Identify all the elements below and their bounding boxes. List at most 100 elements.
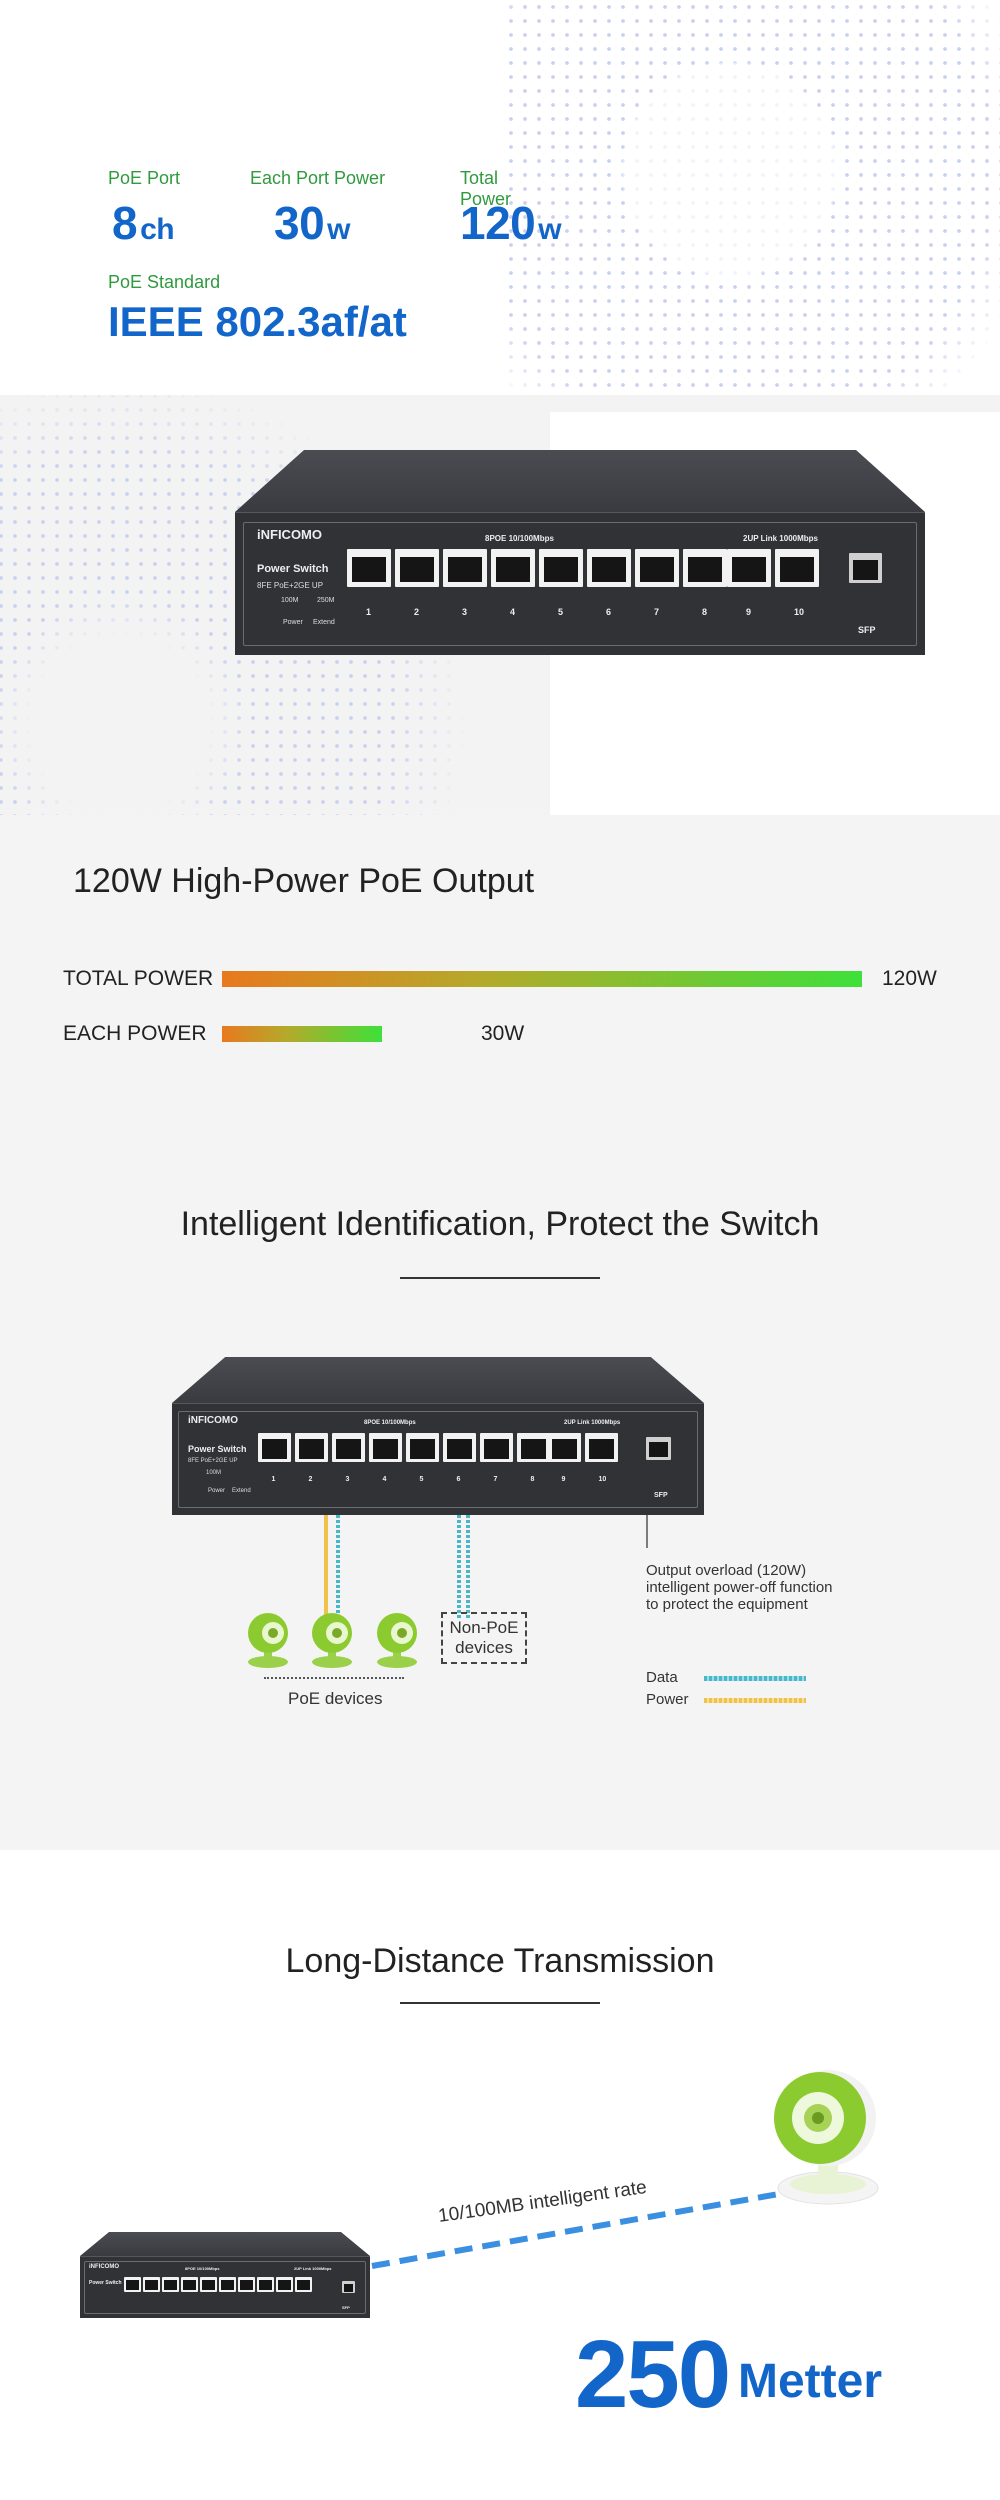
ethernet-port-8 xyxy=(517,1433,550,1462)
ethernet-port-6 xyxy=(587,549,631,587)
distance-heading: Long-Distance Transmission xyxy=(285,1942,715,1980)
ethernet-port-1 xyxy=(124,2277,141,2292)
port-number-8: 8 xyxy=(702,607,708,617)
port-number-2: 2 xyxy=(308,1476,313,1483)
switch-top-cover xyxy=(235,450,925,512)
sfp-port xyxy=(342,2281,355,2293)
port-number-10: 10 xyxy=(598,1476,607,1483)
dot-pattern-decoration xyxy=(420,0,1000,395)
connection-cables xyxy=(248,1515,648,1668)
ethernet-port-3 xyxy=(443,549,487,587)
poe-standard-label: PoE Standard xyxy=(108,272,221,292)
port-number-4: 4 xyxy=(510,607,516,617)
poe-camera-icon xyxy=(377,1613,417,1668)
each-power-bar-value: 30W xyxy=(481,1022,525,1045)
switch-model-title: Power Switch xyxy=(257,563,329,575)
ethernet-port-3 xyxy=(162,2277,179,2292)
port-number-5: 5 xyxy=(558,607,564,617)
ethernet-port-8 xyxy=(683,549,727,587)
ethernet-port-3 xyxy=(332,1433,365,1462)
switch-mode-250m: 250M xyxy=(317,597,335,604)
each-power-bar-label: EACH POWER xyxy=(63,1022,207,1045)
product-section: iNFICOMO Power Switch 8FE PoE+2GE UP 100… xyxy=(0,395,1000,815)
port-number-5: 5 xyxy=(419,1476,424,1483)
switch-brand: iNFICOMO xyxy=(257,527,322,542)
poe-group-label: 8POE 10/100Mbps xyxy=(364,1420,416,1426)
legend-power-line xyxy=(704,1698,806,1703)
non-poe-devices-box: Non-PoE devices xyxy=(441,1612,527,1664)
total-power-bar xyxy=(222,971,862,987)
poe-devices-divider xyxy=(264,1677,404,1679)
ethernet-port-2 xyxy=(295,1433,328,1462)
port-number-3: 3 xyxy=(345,1476,350,1483)
switch-mode-100m: 100M xyxy=(281,597,299,604)
ethernet-port-4 xyxy=(369,1433,402,1462)
switch-front-frame xyxy=(178,1411,698,1508)
switch-power-led-label: Power xyxy=(283,619,303,626)
distance-value: 250 xyxy=(575,2321,731,2428)
ethernet-port-1 xyxy=(347,549,391,587)
switch-model-sub: 8FE PoE+2GE UP xyxy=(257,581,324,590)
poe-group-label: 8POE 10/100Mbps xyxy=(485,534,554,543)
switch-extend-led-label: Extend xyxy=(313,619,335,626)
overload-line-1: Output overload (120W) xyxy=(646,1562,807,1579)
sfp-label: SFP xyxy=(654,1492,668,1499)
ethernet-port-8 xyxy=(257,2277,274,2292)
poe-port-label: PoE Port xyxy=(108,168,181,188)
ethernet-port-6 xyxy=(443,1433,476,1462)
overload-line-2: intelligent power-off function xyxy=(646,1579,833,1596)
sfp-label: SFP xyxy=(342,2305,350,2310)
sfp-port xyxy=(849,553,882,584)
ethernet-port-7 xyxy=(635,549,679,587)
each-port-power-label: Each Port Power xyxy=(250,168,386,188)
poe-group-label: 8POE 10/100Mbps xyxy=(185,2266,220,2271)
ethernet-port-1 xyxy=(258,1433,291,1462)
ethernet-port-9 xyxy=(548,1433,581,1462)
port-number-1: 1 xyxy=(271,1476,276,1483)
port-number-6: 6 xyxy=(606,607,612,617)
switch-front-panel: iNFICOMO Power Switch 8FE PoE+2GE UP 100… xyxy=(235,512,925,655)
switch-front-panel: iNFICOMO Power Switch 8FE PoE+2GE UP 100… xyxy=(172,1403,704,1515)
poe-devices-label: PoE devices xyxy=(288,1689,383,1708)
identification-heading: Intelligent Identification, Protect the … xyxy=(180,1205,820,1243)
ethernet-port-10 xyxy=(585,1433,618,1462)
port-number-10: 10 xyxy=(794,607,805,617)
total-power-bar-value: 120W xyxy=(882,967,937,990)
port-number-9: 9 xyxy=(746,607,752,617)
ethernet-port-5 xyxy=(200,2277,217,2292)
identification-heading-underline xyxy=(400,1277,600,1279)
port-number-2: 2 xyxy=(414,607,420,617)
ethernet-port-5 xyxy=(539,549,583,587)
ethernet-port-9 xyxy=(276,2277,293,2292)
power-output-heading: 120W High-Power PoE Output xyxy=(73,862,535,900)
ethernet-port-5 xyxy=(406,1433,439,1462)
switch-power-led-label: Power xyxy=(208,1488,226,1494)
transmission-line xyxy=(371,2189,791,2269)
port-number-6: 6 xyxy=(456,1476,461,1483)
sfp-label: SFP xyxy=(858,625,876,635)
switch-model-title: Power Switch xyxy=(89,2280,122,2286)
switch-model-title: Power Switch xyxy=(188,1444,247,1454)
ethernet-port-7 xyxy=(480,1433,513,1462)
port-number-1: 1 xyxy=(366,607,372,617)
each-power-bar xyxy=(222,1026,382,1042)
camera-icon xyxy=(774,2070,879,2205)
total-power-bar-label: TOTAL POWER xyxy=(63,967,214,990)
ethernet-port-2 xyxy=(143,2277,160,2292)
switch-front-frame xyxy=(84,2261,366,2314)
switch-brand: iNFICOMO xyxy=(89,2264,119,2270)
switch-top-cover xyxy=(80,2232,370,2256)
distance-heading-underline xyxy=(400,2002,600,2004)
ethernet-port-9 xyxy=(727,549,771,587)
port-number-7: 7 xyxy=(654,607,660,617)
switch-brand: iNFICOMO xyxy=(188,1415,238,1426)
poe-camera-icon xyxy=(312,1613,352,1668)
non-poe-line-2: devices xyxy=(455,1638,513,1657)
ethernet-port-2 xyxy=(395,549,439,587)
power-output-section: 120W High-Power PoE Output TOTAL POWER 1… xyxy=(0,815,1000,1850)
port-number-8: 8 xyxy=(530,1476,535,1483)
legend-power-label: Power xyxy=(646,1691,689,1708)
